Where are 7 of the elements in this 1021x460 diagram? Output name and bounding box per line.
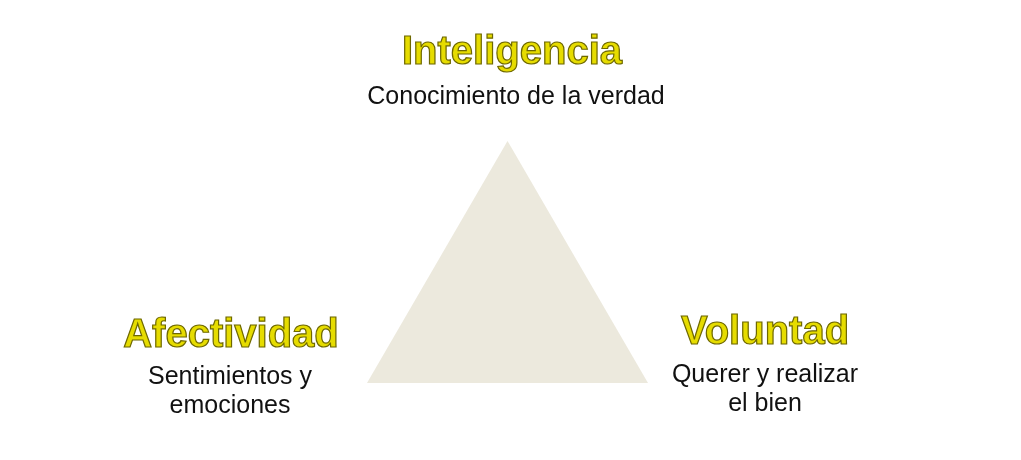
- vertex-description: Conocimiento de la verdad: [367, 81, 665, 110]
- vertex-title: Voluntad: [680, 308, 850, 352]
- vertex-title: Afectividad: [123, 311, 339, 355]
- vertex-title: Inteligencia: [401, 28, 623, 72]
- vertex-description: Sentimientos y emociones: [147, 361, 313, 419]
- vertex-description: Querer y realizar el bien: [670, 359, 860, 417]
- triangle-shape: [367, 141, 648, 383]
